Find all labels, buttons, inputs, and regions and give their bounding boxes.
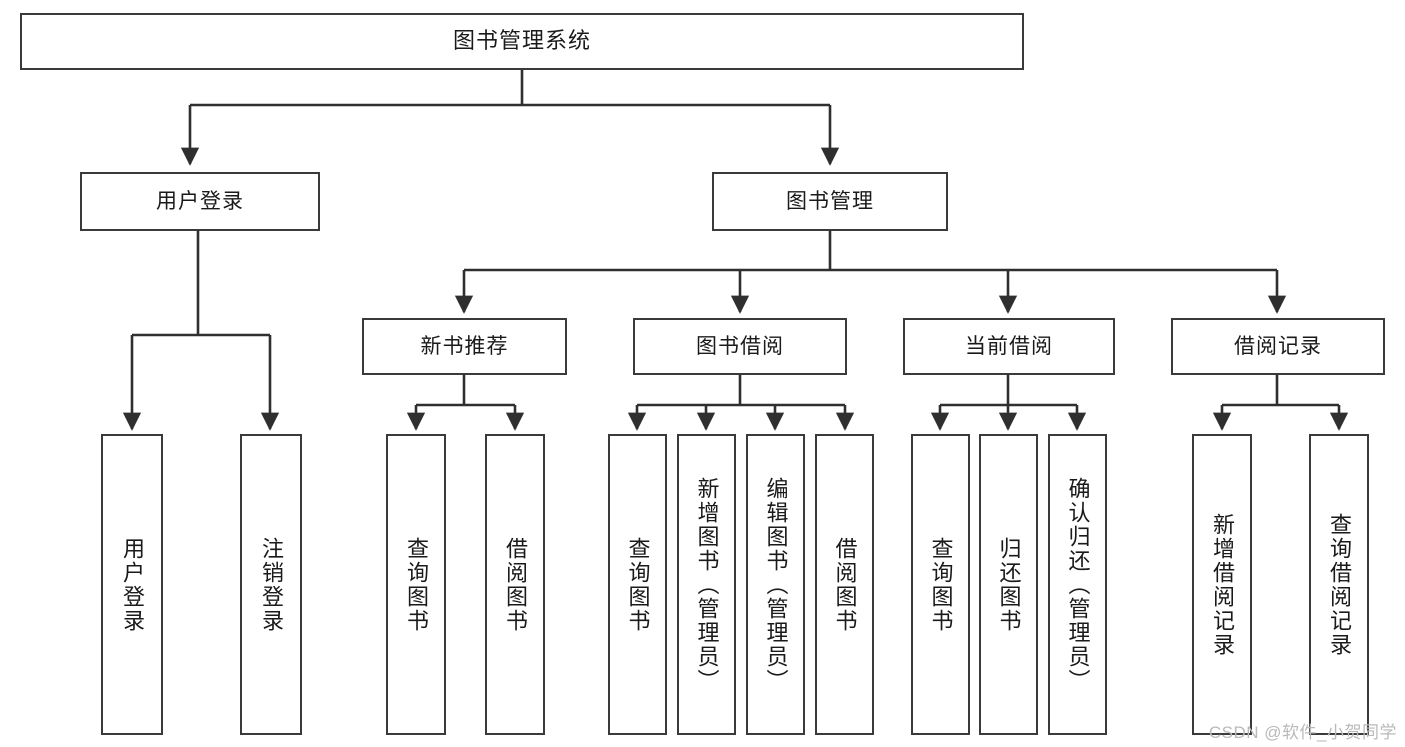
node-label: 当前借阅 xyxy=(965,334,1053,358)
leaf-add-borrow-record[interactable]: 新增借阅记录 xyxy=(1192,434,1252,735)
leaf-return-book[interactable]: 归还图书 xyxy=(979,434,1038,735)
leaf-add-book-admin[interactable]: 新增图书（管理员） xyxy=(677,434,736,735)
node-label: 新增借阅记录 xyxy=(1209,512,1235,657)
leaf-logout[interactable]: 注销登录 xyxy=(240,434,302,735)
node-label: 新书推荐 xyxy=(420,334,509,358)
leaf-borrow-book-recommend[interactable]: 借阅图书 xyxy=(485,434,545,735)
leaf-user-login[interactable]: 用户登录 xyxy=(101,434,163,735)
leaf-edit-book-admin[interactable]: 编辑图书（管理员） xyxy=(746,434,805,735)
node-label: 图书借阅 xyxy=(696,334,784,358)
node-label: 图书管理 xyxy=(786,189,874,213)
csdn-watermark: CSDN @软件_小贺同学 xyxy=(1208,723,1397,742)
leaf-borrow-book[interactable]: 借阅图书 xyxy=(815,434,874,735)
node-label: 查询图书 xyxy=(403,536,429,633)
node-label: 查询借阅记录 xyxy=(1326,512,1352,657)
node-label: 归还图书 xyxy=(996,536,1022,633)
node-label: 编辑图书（管理员） xyxy=(763,476,789,693)
node-root-book-management-system[interactable]: 图书管理系统 xyxy=(20,13,1024,70)
leaf-query-borrow-record[interactable]: 查询借阅记录 xyxy=(1309,434,1369,735)
node-book-borrow[interactable]: 图书借阅 xyxy=(633,318,847,375)
node-label: 查询图书 xyxy=(625,536,651,633)
node-label: 借阅记录 xyxy=(1234,334,1322,358)
leaf-query-book-current[interactable]: 查询图书 xyxy=(911,434,970,735)
node-label: 图书管理系统 xyxy=(452,28,591,54)
leaf-confirm-return-admin[interactable]: 确认归还（管理员） xyxy=(1048,434,1107,735)
node-book-management[interactable]: 图书管理 xyxy=(712,172,948,231)
node-borrow-record[interactable]: 借阅记录 xyxy=(1171,318,1385,375)
node-label: 借阅图书 xyxy=(502,536,528,633)
node-label: 用户登录 xyxy=(156,189,244,213)
node-label: 新增图书（管理员） xyxy=(694,476,720,693)
leaf-query-book-recommend[interactable]: 查询图书 xyxy=(386,434,446,735)
node-label: 查询图书 xyxy=(928,536,954,633)
leaf-query-book-borrow[interactable]: 查询图书 xyxy=(608,434,667,735)
node-label: 确认归还（管理员） xyxy=(1065,476,1091,693)
node-new-book-recommend[interactable]: 新书推荐 xyxy=(362,318,567,375)
node-label: 借阅图书 xyxy=(832,536,858,633)
node-current-borrow[interactable]: 当前借阅 xyxy=(903,318,1115,375)
node-user-login[interactable]: 用户登录 xyxy=(80,172,320,231)
node-label: 注销登录 xyxy=(258,536,284,633)
node-label: 用户登录 xyxy=(119,536,145,633)
